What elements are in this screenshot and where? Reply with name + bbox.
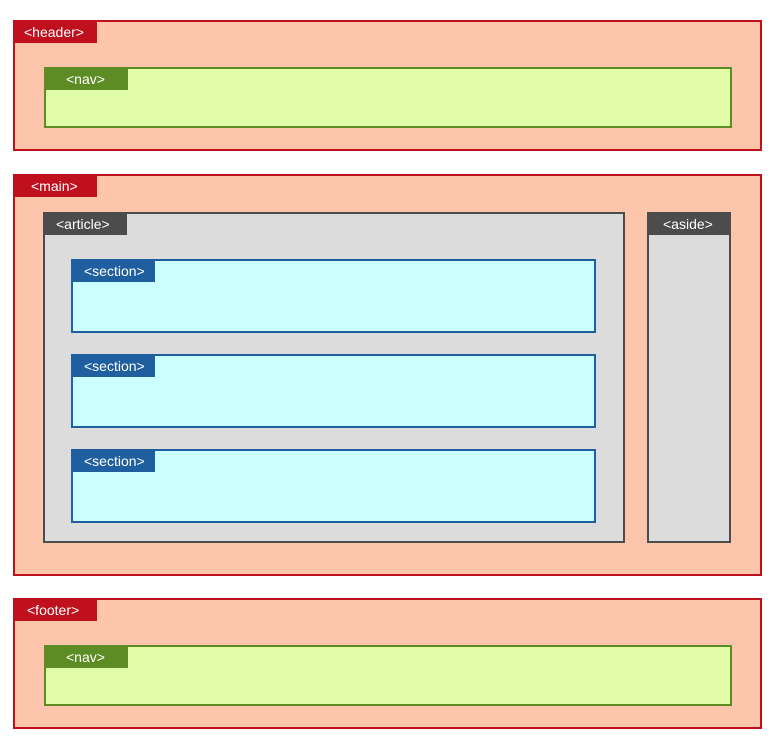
footer-label: <footer> xyxy=(15,600,97,621)
article-label: <article> xyxy=(45,214,127,235)
footer-box: <footer> <nav> xyxy=(13,598,762,729)
header-nav-label: <nav> xyxy=(46,69,128,90)
section-box-3: <section> xyxy=(71,449,596,523)
footer-nav-label: <nav> xyxy=(46,647,128,668)
header-nav-box: <nav> xyxy=(44,67,732,128)
header-box: <header> <nav> xyxy=(13,20,762,151)
section-label-3: <section> xyxy=(73,451,155,472)
article-box: <article> <section> <section> <section> xyxy=(43,212,625,543)
main-box: <main> <article> <section> <section> <se… xyxy=(13,174,762,576)
aside-box: <aside> xyxy=(647,212,731,543)
section-box-2: <section> xyxy=(71,354,596,428)
section-label-1: <section> xyxy=(73,261,155,282)
aside-label: <aside> xyxy=(649,214,729,235)
footer-nav-box: <nav> xyxy=(44,645,732,706)
header-label: <header> xyxy=(15,22,97,43)
main-label: <main> xyxy=(15,176,97,197)
section-box-1: <section> xyxy=(71,259,596,333)
section-label-2: <section> xyxy=(73,356,155,377)
